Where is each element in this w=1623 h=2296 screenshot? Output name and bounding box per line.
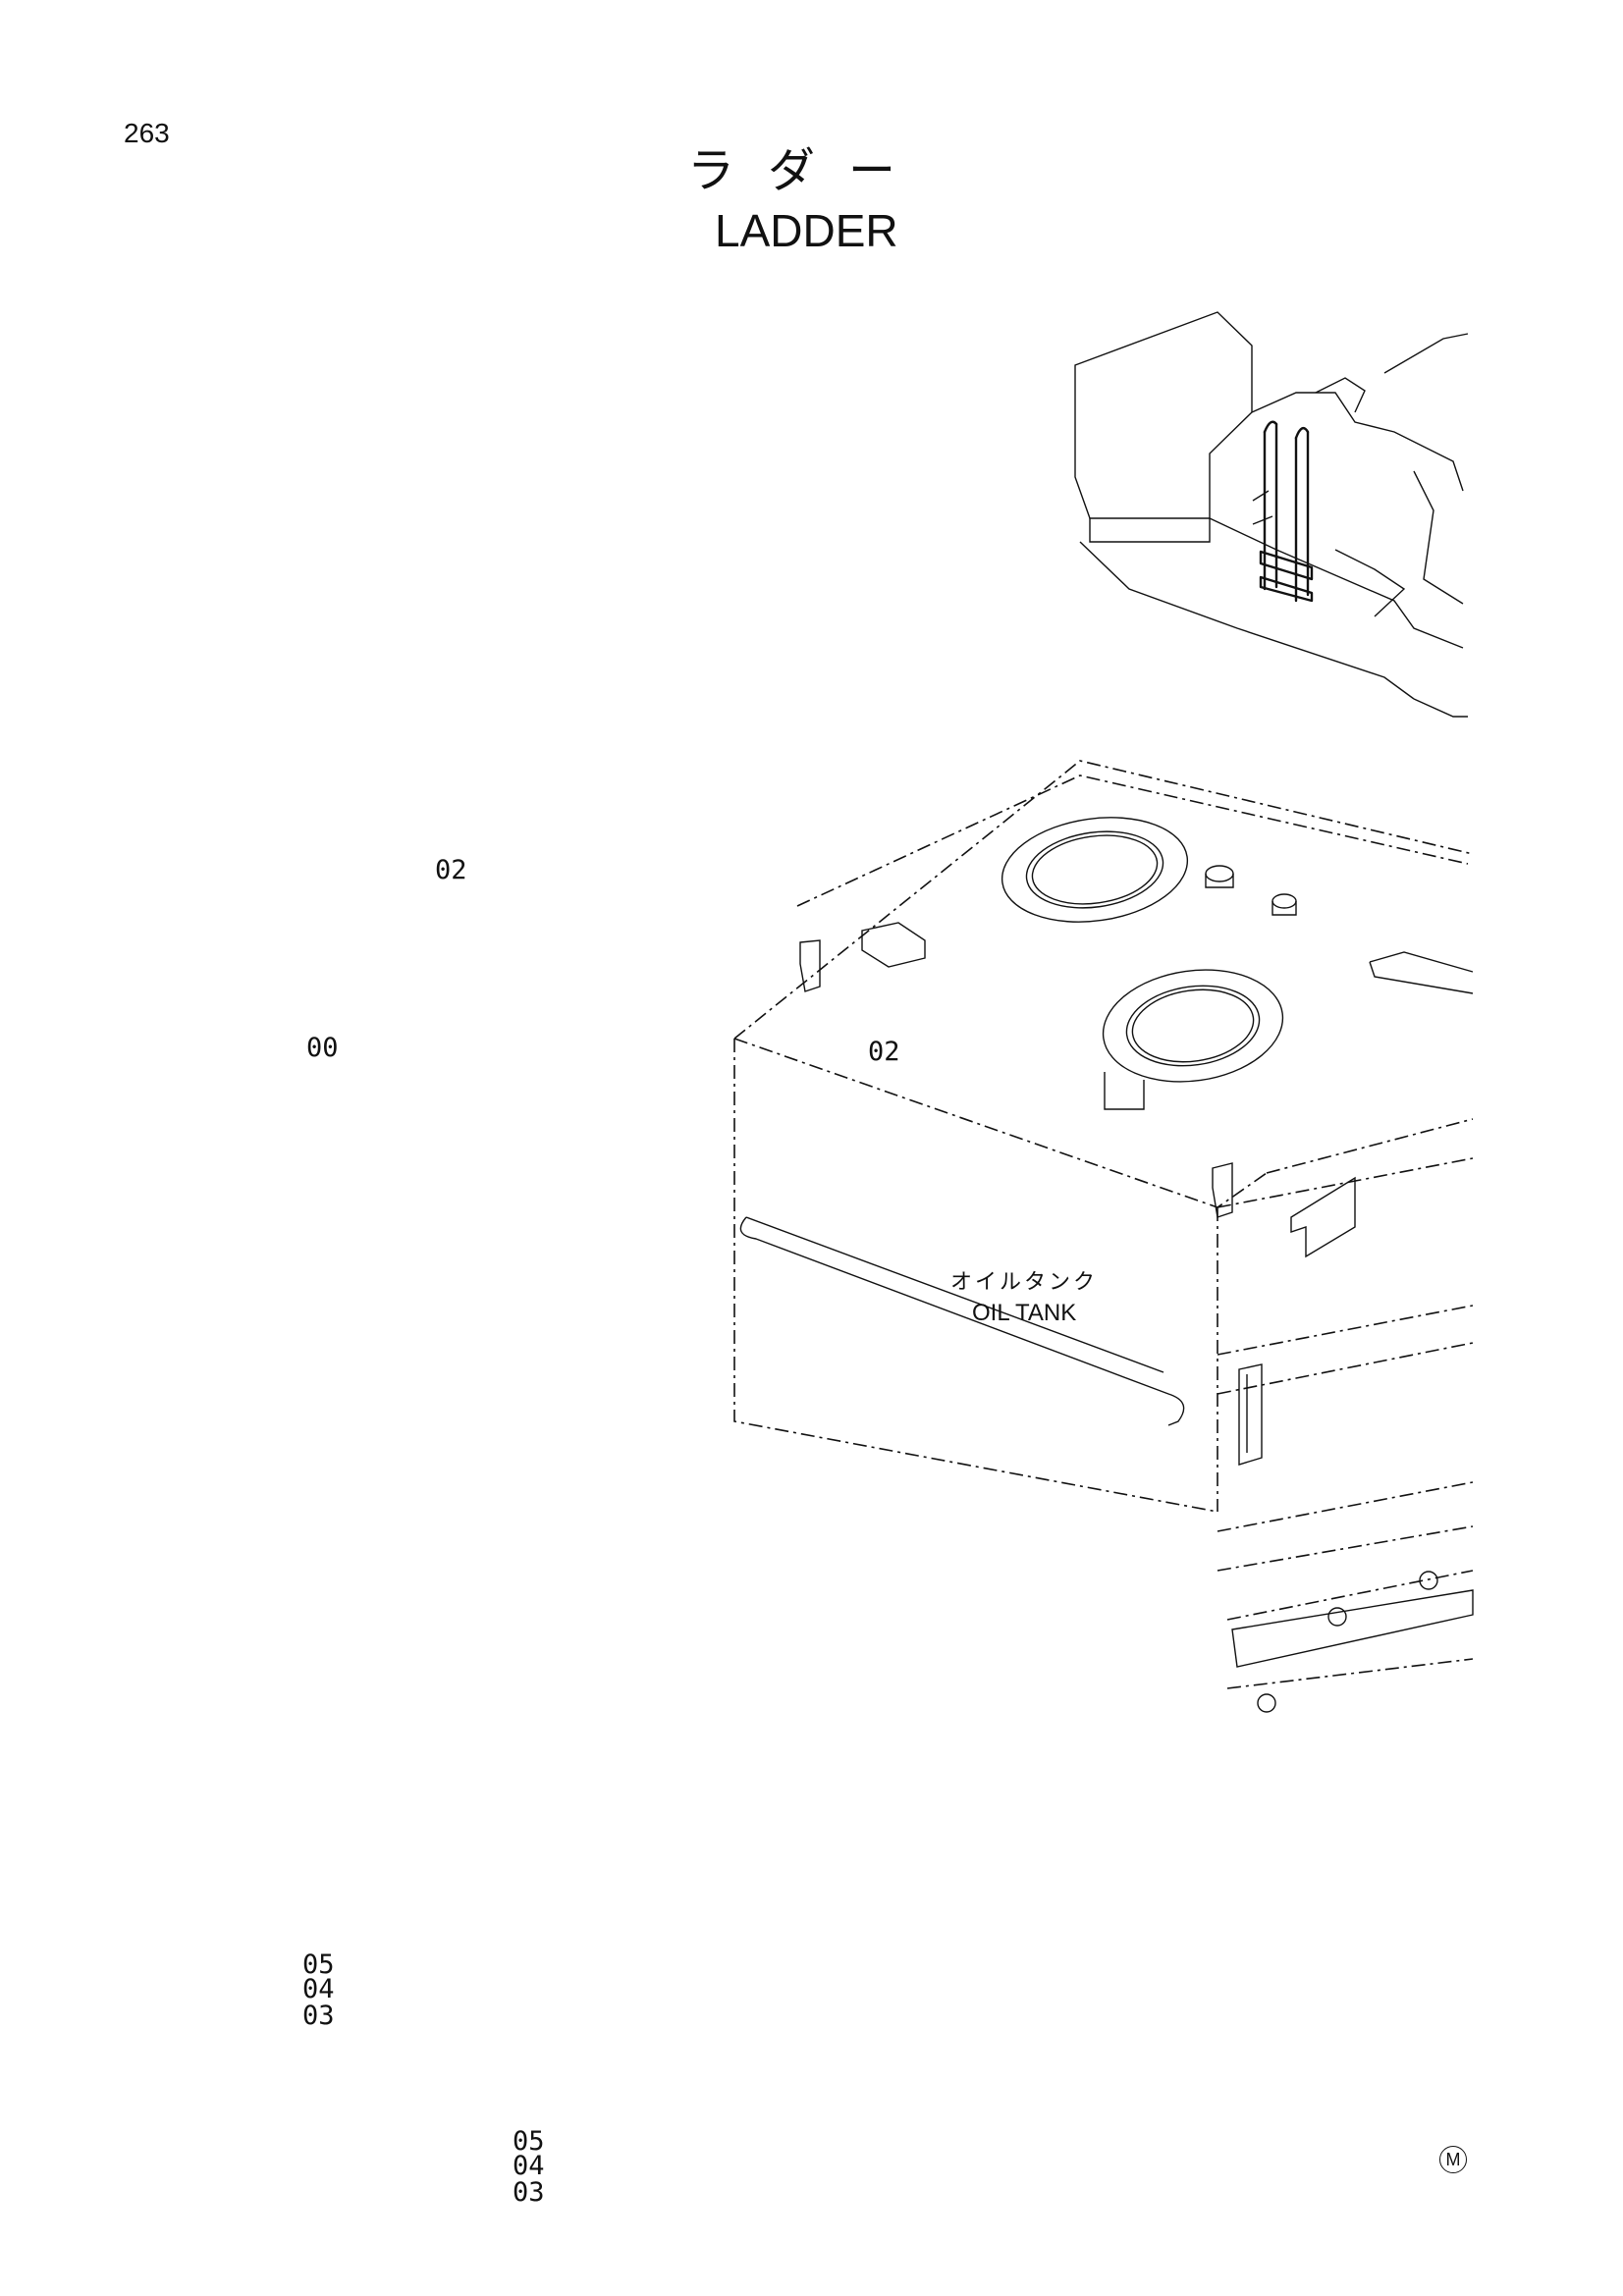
maker-mark: M <box>1439 2146 1467 2173</box>
page-number: 263 <box>124 118 170 148</box>
callout-02-upper: 02 <box>435 855 467 885</box>
callout-03-right: 03 <box>513 2177 545 2208</box>
callout-04-left: 04 <box>302 1974 335 2004</box>
callout-02-lower: 02 <box>868 1037 900 1067</box>
oil-tank <box>733 760 1474 1713</box>
machine-overview-inset <box>1074 311 1469 718</box>
callout-00: 00 <box>306 1033 339 1063</box>
callout-05-left: 05 <box>302 1949 335 1980</box>
title-japanese: ラダー <box>687 143 930 198</box>
callout-04-right: 04 <box>513 2151 545 2181</box>
callout-05-right: 05 <box>513 2126 545 2157</box>
callout-03-left: 03 <box>302 2001 335 2031</box>
title-english: LADDER <box>715 205 898 256</box>
oil-tank-label-en: OIL TANK <box>972 1300 1077 1326</box>
oil-tank-label-jp: オイルタンク <box>950 1270 1099 1295</box>
